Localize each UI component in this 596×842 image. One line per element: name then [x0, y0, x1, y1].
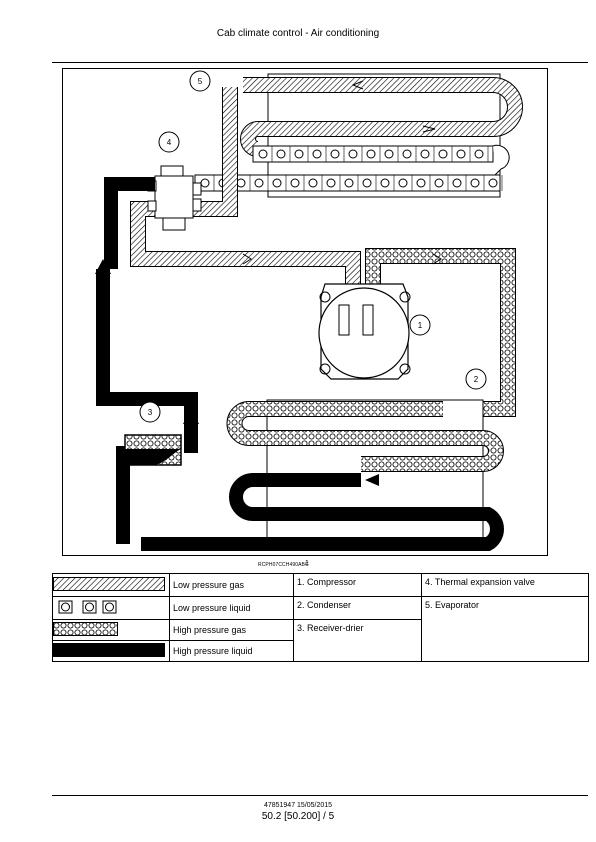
low-pressure-gas-swatch [53, 577, 165, 591]
footer-page-number: 50.2 [50.200] / 5 [261, 811, 335, 822]
svg-text:3: 3 [148, 408, 153, 417]
coil-cell [456, 149, 466, 159]
legend-row: High pressure liquid [52, 640, 589, 662]
part-label: 1. Compressor [293, 573, 422, 597]
coil-cell [326, 178, 336, 188]
coil-cell [402, 149, 412, 159]
coil-cell [290, 178, 300, 188]
legend-row: Low pressure liquid 2. Condenser 5. Evap… [52, 596, 589, 662]
figure-caption: RCPH07CCH490ABC [258, 562, 309, 568]
svg-text:5: 5 [198, 77, 203, 86]
part-label: 5. Evaporator [421, 596, 589, 662]
coil-cell [276, 149, 286, 159]
callout-4: 4 [158, 131, 180, 153]
compressor [318, 283, 411, 380]
legend-row: High pressure gas 3. Receiver-drier [52, 619, 589, 662]
footer-rule [52, 795, 588, 796]
legend-label: Low pressure liquid [169, 596, 294, 620]
coil-cell [330, 149, 340, 159]
coil-cell [474, 149, 484, 159]
coil-cell [308, 178, 318, 188]
coil-cell [452, 178, 462, 188]
coil-cell [420, 149, 430, 159]
callout-1: 1 [409, 314, 431, 336]
low-pressure-gas-line [130, 87, 361, 305]
coil-cell [312, 149, 322, 159]
figure-number: 1 [305, 560, 309, 567]
coil-cell [398, 178, 408, 188]
coil-cell [366, 149, 376, 159]
thermal-expansion-valve [147, 165, 202, 231]
coil-cell [488, 178, 498, 188]
callout-2: 2 [465, 368, 487, 390]
receiver-drier [95, 177, 199, 544]
high-pressure-gas-swatch [53, 622, 118, 636]
evaporator [194, 73, 523, 198]
coil-cell [438, 149, 448, 159]
part-label: 4. Thermal expansion valve [421, 573, 589, 597]
svg-text:2: 2 [474, 375, 479, 384]
callout-3: 3 [139, 401, 161, 423]
condenser [141, 399, 504, 551]
part-label: 2. Condenser [293, 596, 422, 620]
coil-cell [272, 178, 282, 188]
coil-cell [470, 178, 480, 188]
coil-cell [254, 178, 264, 188]
coil-cell [362, 178, 372, 188]
coil-cell [348, 149, 358, 159]
callout-5: 5 [189, 70, 211, 92]
svg-text:1: 1 [418, 321, 423, 330]
page-header-title: Cab climate control - Air conditioning [216, 28, 380, 39]
legend-table: Low pressure gas 1. Compressor 4. Therma… [52, 573, 589, 662]
coil-cell [344, 178, 354, 188]
legend-label: High pressure liquid [169, 640, 294, 662]
footer-reference: 47851947 15/05/2015 [263, 802, 333, 809]
legend-row: Low pressure gas 1. Compressor 4. Therma… [52, 573, 589, 597]
legend-label: Low pressure gas [169, 573, 294, 597]
ac-circuit-svg: 1 2 3 4 5 [95, 70, 523, 551]
coil-cell [258, 149, 268, 159]
high-pressure-liquid-swatch [53, 643, 165, 657]
coil-cell [434, 178, 444, 188]
ac-circuit-diagram: 1 2 3 4 5 [62, 68, 548, 556]
coil-cell [380, 178, 390, 188]
coil-cell [384, 149, 394, 159]
header-rule [52, 62, 588, 63]
low-pressure-liquid-swatch [58, 600, 117, 614]
coil-cell [416, 178, 426, 188]
svg-text:4: 4 [167, 138, 172, 147]
part-label: 3. Receiver-drier [293, 619, 422, 662]
legend-label: High pressure gas [169, 619, 294, 641]
coil-cell [294, 149, 304, 159]
